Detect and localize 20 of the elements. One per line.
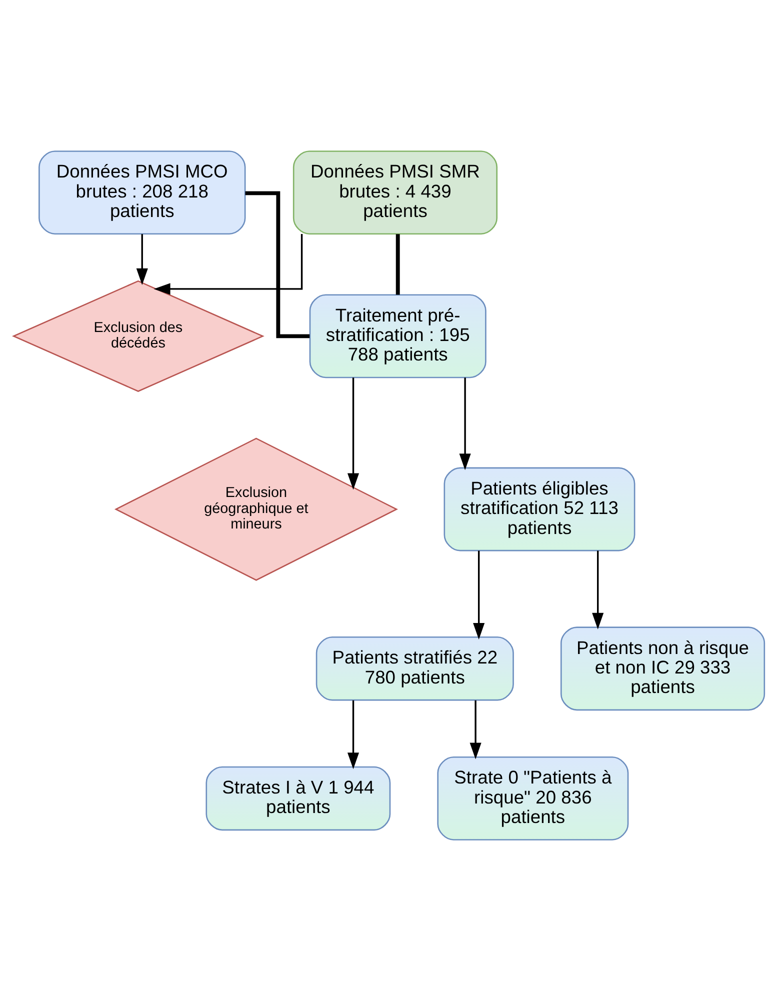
arrow: [470, 700, 482, 760]
node-box: Patients éligibles stratification 52 113 patients: [444, 467, 636, 552]
node-box: Strate 0 "Patients à risque" 20 836 patients: [437, 756, 629, 840]
node-box: Patients stratifiés 22 780 patients: [316, 636, 514, 701]
node-diamond: Exclusion géographique et mineurs: [114, 438, 398, 581]
node-box: Strates I à V 1 944 patients: [206, 766, 391, 831]
node-box: Traitement pré-stratification : 195 788 patients: [309, 294, 486, 378]
arrow: [459, 378, 471, 470]
arrow: [154, 234, 303, 295]
node-box: Données PMSI MCO brutes : 208 218 patients: [38, 150, 246, 235]
node-box: Patients non à risque et non IC 29 333 patients: [560, 626, 766, 711]
node-diamond: Exclusion des décédés: [12, 280, 264, 392]
arrow: [347, 700, 360, 770]
arrow: [136, 234, 148, 285]
connector: [396, 234, 400, 295]
connector: [245, 191, 310, 338]
arrow: [347, 378, 360, 490]
node-box: Données PMSI SMR brutes : 4 439 patients: [292, 150, 498, 235]
arrow: [592, 550, 604, 630]
arrow: [473, 550, 485, 640]
